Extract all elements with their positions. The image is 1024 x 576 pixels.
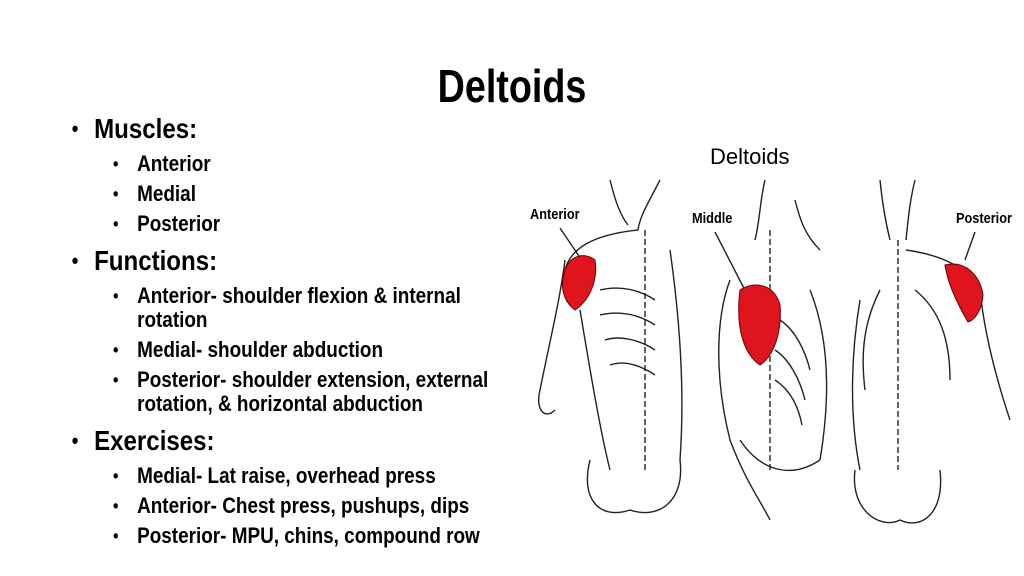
bullet-item: Anterior- shoulder flexion & internal ro…	[70, 284, 534, 332]
bullet-functions-heading: Functions:	[70, 244, 534, 278]
bullet-item: Medial- Lat raise, overhead press	[70, 464, 534, 489]
bullet-item: Medial	[70, 182, 534, 207]
anterior-deltoid-highlight	[562, 255, 597, 311]
figure-title: Deltoids	[710, 144, 790, 169]
middle-torso-drawing	[718, 179, 828, 521]
middle-deltoid-highlight	[738, 284, 781, 366]
bullet-item: Posterior- MPU, chins, compound row	[70, 524, 534, 549]
posterior-torso-drawing	[851, 179, 1011, 524]
bullet-item: Anterior	[70, 152, 534, 177]
functions-sublist: Anterior- shoulder flexion & internal ro…	[70, 284, 534, 416]
deltoid-anatomy-figure: Deltoids Anterior Middle Posterior	[520, 140, 1020, 570]
slide-title: Deltoids	[437, 60, 587, 112]
exercises-sublist: Medial- Lat raise, overhead press Anteri…	[70, 464, 534, 549]
bullet-item: Posterior	[70, 212, 534, 237]
bullet-item: Medial- shoulder abduction	[70, 338, 534, 363]
posterior-label: Posterior	[956, 210, 1012, 227]
anatomy-illustration	[538, 179, 1011, 524]
posterior-deltoid-highlight	[944, 263, 984, 323]
anterior-torso-drawing	[538, 179, 683, 514]
anterior-label: Anterior	[530, 206, 580, 223]
middle-label: Middle	[692, 210, 733, 227]
bullet-muscles-heading: Muscles:	[70, 112, 534, 146]
bullet-exercises-heading: Exercises:	[70, 424, 534, 458]
bullet-list: Muscles: Anterior Medial Posterior Funct…	[70, 108, 534, 556]
bullet-item: Anterior- Chest press, pushups, dips	[70, 494, 534, 519]
muscles-sublist: Anterior Medial Posterior	[70, 152, 534, 237]
bullet-item: Posterior- shoulder extension, external …	[70, 368, 534, 416]
